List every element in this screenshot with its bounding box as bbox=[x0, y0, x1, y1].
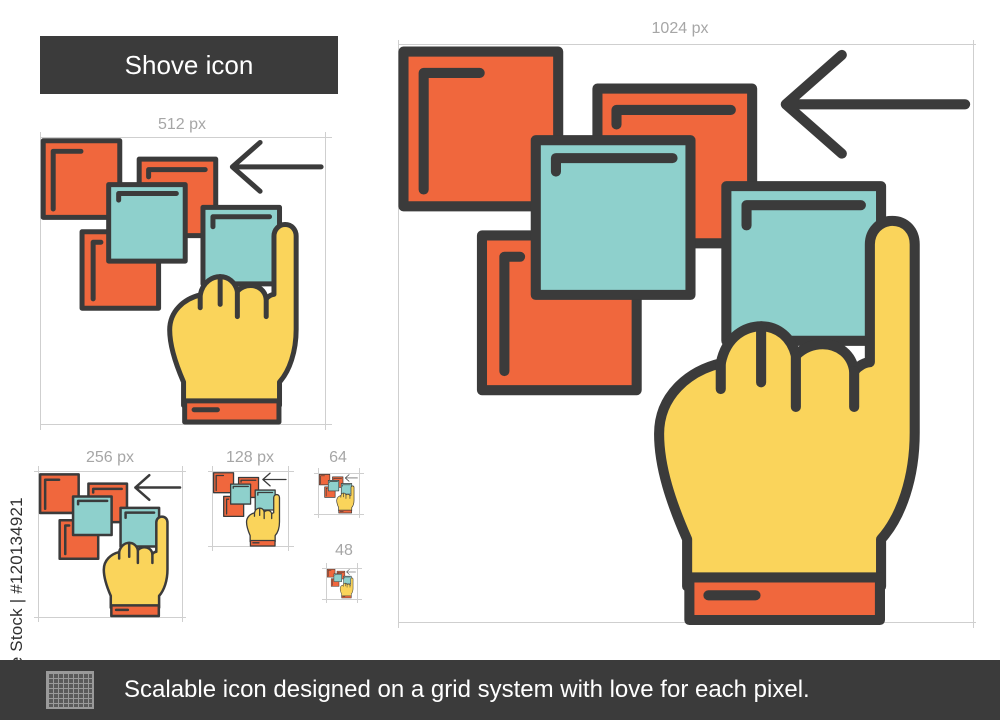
guide-left-128 bbox=[212, 466, 213, 551]
guide-right-48 bbox=[357, 563, 358, 603]
size-label-256: 256 px bbox=[85, 449, 135, 466]
shove-icon-48 bbox=[326, 569, 356, 599]
guide-left-256 bbox=[38, 466, 39, 622]
shove-icon-1024 bbox=[399, 46, 973, 620]
guide-top-128 bbox=[208, 471, 294, 472]
footer-bar: Scalable icon designed on a grid system … bbox=[0, 660, 1000, 720]
guide-left-64 bbox=[318, 468, 319, 518]
page-title: Shove icon bbox=[40, 36, 338, 94]
guide-right-128 bbox=[288, 466, 289, 551]
guide-bottom-64 bbox=[314, 514, 364, 515]
size-label-1024: 1024 px bbox=[651, 20, 709, 37]
footer-text: Scalable icon designed on a grid system … bbox=[124, 676, 810, 703]
shove-icon-64 bbox=[318, 474, 358, 514]
guide-bottom-512 bbox=[40, 424, 332, 425]
guide-left-1024 bbox=[398, 40, 399, 628]
guide-top-1024 bbox=[398, 44, 976, 45]
guide-right-256 bbox=[182, 466, 183, 622]
guide-bottom-48 bbox=[322, 599, 362, 600]
guide-top-48 bbox=[322, 568, 362, 569]
size-label-64: 64 bbox=[329, 449, 347, 466]
size-label-512: 512 px bbox=[157, 116, 207, 133]
guide-bottom-256 bbox=[34, 617, 186, 618]
guide-top-64 bbox=[314, 473, 364, 474]
shove-icon-512 bbox=[41, 138, 325, 422]
guide-right-1024 bbox=[973, 40, 974, 628]
shove-icon-256 bbox=[38, 473, 182, 618]
shove-icon-128 bbox=[212, 472, 287, 547]
guide-left-512 bbox=[40, 132, 41, 430]
size-label-48: 48 bbox=[335, 542, 353, 559]
grid-icon bbox=[46, 671, 94, 709]
guide-left-48 bbox=[326, 563, 327, 603]
guide-right-512 bbox=[325, 132, 326, 430]
size-label-128: 128 px bbox=[225, 449, 275, 466]
guide-top-256 bbox=[34, 471, 186, 472]
guide-right-64 bbox=[359, 468, 360, 518]
guide-top-512 bbox=[40, 137, 332, 138]
